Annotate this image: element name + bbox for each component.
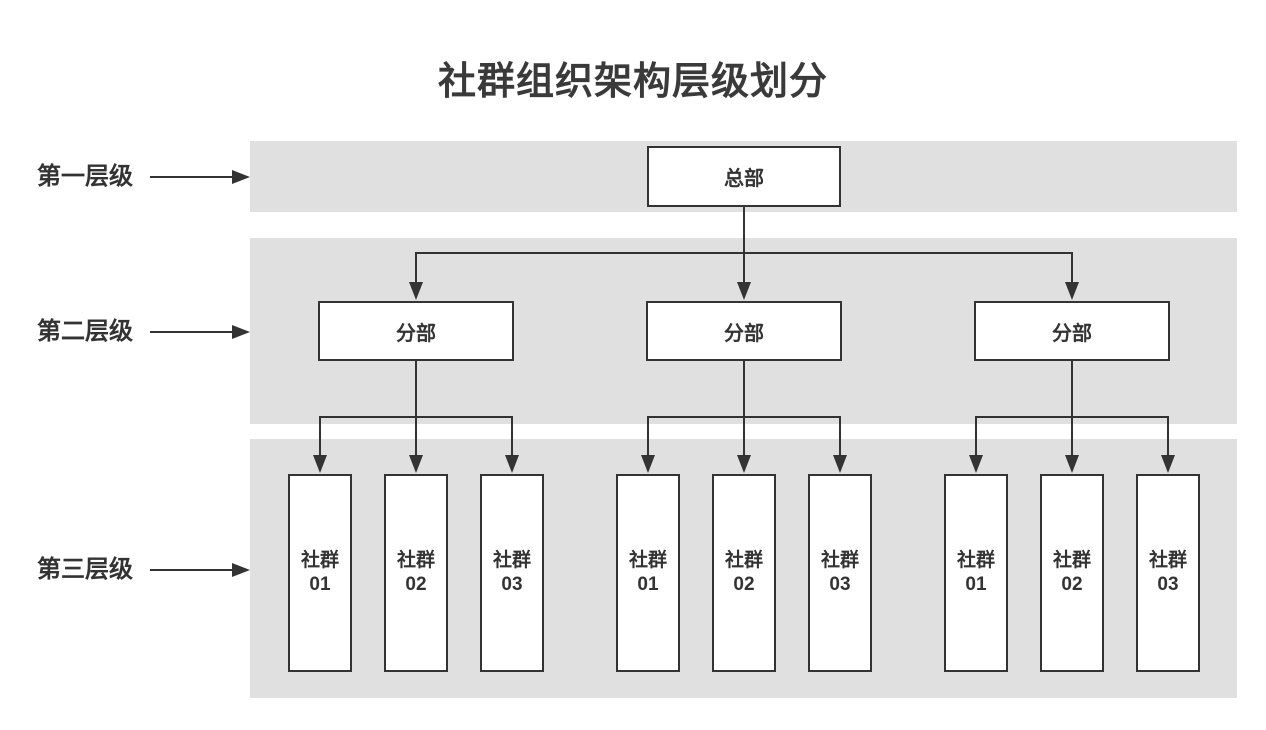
- community-number: 02: [1061, 574, 1083, 595]
- node-branch-3: 分部: [974, 301, 1170, 361]
- node-branch-1: 分部: [318, 301, 514, 361]
- node-community-2-3: 社群 03: [808, 474, 872, 672]
- community-label: 社群: [396, 550, 435, 571]
- page-title: 社群组织架构层级划分: [437, 61, 828, 103]
- node-community-3-1: 社群 01: [944, 474, 1008, 672]
- community-label: 社群: [1148, 550, 1187, 571]
- level-label-2: 第二层级: [37, 318, 133, 345]
- node-community-2-2: 社群 02: [712, 474, 776, 672]
- community-label: 社群: [628, 550, 667, 571]
- community-label: 社群: [492, 550, 531, 571]
- node-community-1-3: 社群 03: [480, 474, 544, 672]
- level-label-1: 第一层级: [37, 163, 133, 190]
- community-number: 03: [501, 574, 523, 595]
- community-number: 01: [965, 574, 987, 595]
- community-number: 01: [637, 574, 659, 595]
- community-label: 社群: [1052, 550, 1091, 571]
- node-community-1-1: 社群 01: [288, 474, 352, 672]
- node-branch-2: 分部: [646, 301, 842, 361]
- root-label: 总部: [724, 168, 764, 190]
- node-community-1-2: 社群 02: [384, 474, 448, 672]
- node-community-3-3: 社群 03: [1136, 474, 1200, 672]
- node-community-3-2: 社群 02: [1040, 474, 1104, 672]
- community-label: 社群: [300, 550, 339, 571]
- level-label-3: 第三层级: [37, 556, 133, 583]
- branch-label: 分部: [396, 322, 436, 345]
- node-root: 总部: [647, 146, 841, 207]
- community-label: 社群: [956, 550, 995, 571]
- branch-label: 分部: [724, 322, 764, 345]
- community-label: 社群: [724, 550, 763, 571]
- branch-label: 分部: [1052, 322, 1092, 345]
- community-label: 社群: [820, 550, 859, 571]
- community-number: 03: [829, 574, 851, 595]
- community-number: 02: [733, 574, 755, 595]
- community-number: 02: [405, 574, 427, 595]
- community-number: 03: [1157, 574, 1179, 595]
- community-number: 01: [309, 574, 331, 595]
- node-community-2-1: 社群 01: [616, 474, 680, 672]
